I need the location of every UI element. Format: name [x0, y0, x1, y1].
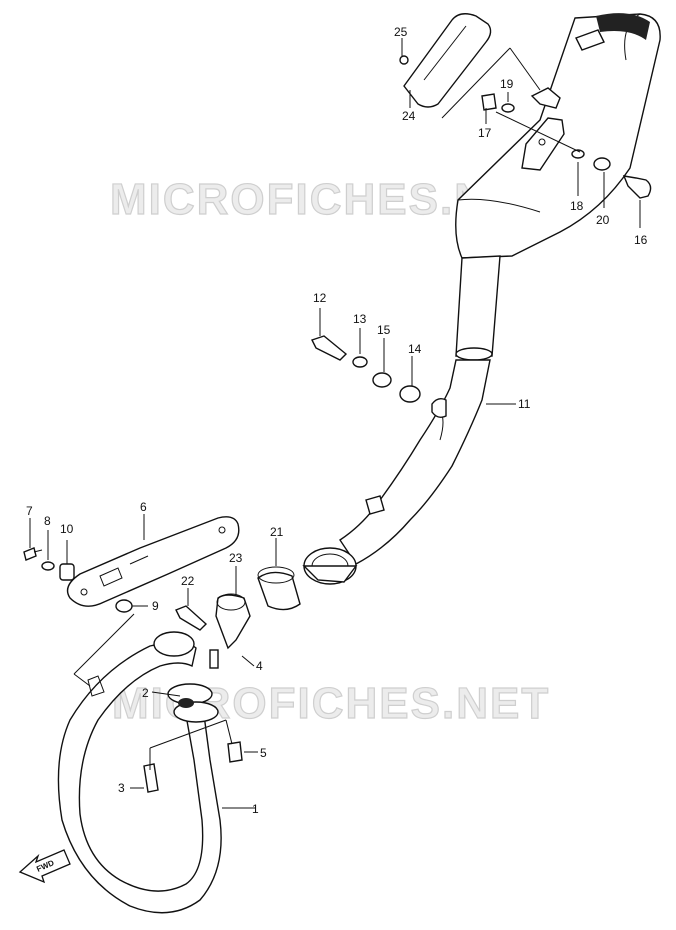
middle-pipe	[302, 255, 501, 585]
callout-5: 5	[260, 746, 267, 760]
forward-direction-arrow: FWD	[18, 849, 71, 884]
bracket-6	[66, 516, 240, 607]
callout-23: 23	[229, 551, 243, 565]
callout-11: 11	[518, 397, 531, 411]
callout-18: 18	[570, 199, 584, 213]
callout-13: 13	[353, 312, 367, 326]
callout-22: 22	[181, 574, 195, 588]
callout-25: 25	[394, 25, 408, 39]
header-pipe	[57, 631, 222, 914]
callout-19: 19	[500, 77, 514, 91]
callout-9: 9	[152, 599, 159, 613]
callout-14: 14	[408, 342, 422, 356]
callout-16: 16	[634, 233, 648, 247]
callout-17: 17	[478, 126, 492, 140]
callout-15: 15	[377, 323, 391, 337]
callout-1: 1	[252, 802, 259, 816]
callout-20: 20	[596, 213, 610, 227]
callout-10: 10	[60, 522, 74, 536]
callout-6: 6	[140, 500, 147, 514]
callout-8: 8	[44, 514, 51, 528]
callout-3: 3	[118, 781, 125, 795]
leader-lines	[29, 38, 641, 809]
muffler	[455, 13, 661, 259]
callout-7: 7	[26, 504, 33, 518]
small-parts	[23, 13, 652, 793]
callout-21: 21	[270, 525, 284, 539]
callout-12: 12	[313, 291, 327, 305]
callout-4: 4	[256, 659, 263, 673]
callout-numbers: 1 2 3 4 5 6 7 8 9 10 11 12 13 14 15 16 1…	[26, 25, 648, 816]
callout-2: 2	[142, 686, 149, 700]
callout-24: 24	[402, 109, 416, 123]
